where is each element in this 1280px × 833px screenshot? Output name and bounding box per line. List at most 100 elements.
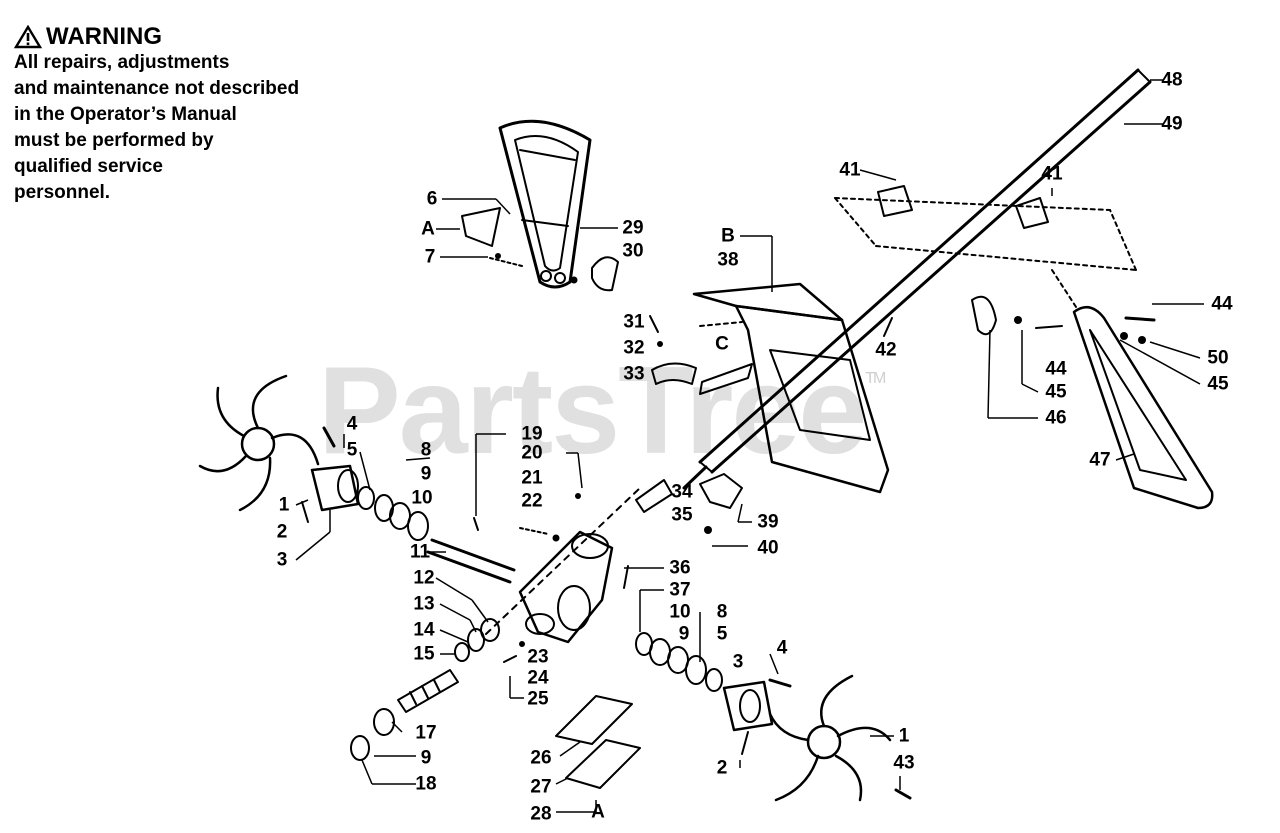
washer-45: [1120, 332, 1128, 340]
screw-22: [519, 527, 549, 535]
callout-3: 3: [276, 549, 288, 571]
callout-14: 14: [413, 619, 435, 641]
warning-line: in the Operator’s Manual: [14, 104, 237, 125]
callout-8: 8: [420, 439, 432, 461]
drive-shaft: [682, 68, 1152, 490]
callout-5: 5: [716, 623, 728, 645]
wing-nut: [971, 295, 997, 336]
callout-45: 45: [1045, 381, 1067, 403]
callout-25: 25: [527, 688, 549, 710]
callout-a: A: [421, 218, 435, 240]
tine-right: [768, 674, 892, 802]
warning-triangle-icon: [14, 25, 42, 49]
bolt-42: [883, 317, 893, 337]
seal-23: [519, 641, 525, 647]
callout-34: 34: [671, 481, 693, 503]
bracket-clamp: [877, 185, 913, 217]
callout-21: 21: [521, 467, 543, 489]
callout-20: 20: [521, 442, 543, 464]
bolt-7: [489, 257, 523, 267]
callout-b: B: [721, 225, 735, 247]
leader-lines: [295, 79, 1204, 813]
callout-2: 2: [716, 757, 728, 779]
callout-19: 19: [521, 423, 543, 445]
warning-line: and maintenance not described: [14, 78, 300, 99]
bolt-25: [503, 655, 517, 663]
callout-4: 4: [346, 413, 358, 435]
screw-20: [575, 493, 581, 499]
decal-c: [699, 363, 753, 395]
callout-9: 9: [420, 747, 432, 769]
screw-4: [768, 678, 792, 688]
callout-3: 3: [732, 651, 744, 673]
screw-4: [322, 426, 336, 448]
callout-a: A: [591, 801, 605, 823]
washer-40: [704, 526, 712, 534]
warning-line: qualified service: [14, 156, 163, 177]
callout-10: 10: [411, 487, 433, 509]
callout-26: 26: [530, 747, 552, 769]
screw-43: [894, 788, 912, 800]
callout-6: 6: [426, 188, 438, 210]
callout-17: 17: [415, 722, 437, 744]
centerline: [485, 487, 641, 635]
worm-gear: [397, 669, 459, 713]
callout-44: 44: [1211, 293, 1233, 315]
gasket-26: [555, 695, 633, 745]
callout-43: 43: [893, 752, 915, 774]
callout-48: 48: [1161, 69, 1183, 91]
hub-left: [310, 464, 360, 512]
warning-block: WARNING All repairs, adjustments and mai…: [14, 24, 299, 206]
callout-47: 47: [1089, 449, 1111, 471]
decal-a: [461, 207, 501, 247]
screw-2: [741, 731, 749, 755]
coupling-39: [699, 473, 743, 509]
gearbox-housing: [518, 530, 614, 644]
warning-line: personnel.: [14, 182, 111, 203]
callout-12: 12: [413, 567, 435, 589]
callout-13: 13: [413, 593, 435, 615]
washer-45: [1014, 316, 1022, 324]
nut-50: [1138, 336, 1146, 344]
callout-10: 10: [669, 601, 691, 623]
washer-32: [657, 341, 663, 347]
callout-44: 44: [1045, 358, 1067, 380]
warning-line: All repairs, adjustments: [14, 52, 230, 73]
callout-15: 15: [413, 643, 435, 665]
callout-41: 41: [839, 159, 861, 181]
centerline: [699, 321, 743, 327]
bolt-44: [1124, 316, 1156, 322]
callout-45: 45: [1207, 373, 1229, 395]
callout-1: 1: [278, 494, 290, 516]
callout-31: 31: [623, 311, 645, 333]
clamp-33: [651, 362, 697, 385]
callout-9: 9: [678, 623, 690, 645]
warning-heading: WARNING: [14, 24, 299, 50]
handle: [498, 119, 592, 289]
bolt-31: [649, 315, 659, 333]
gasket-27: [565, 739, 641, 789]
callout-35: 35: [671, 504, 693, 526]
callout-36: 36: [669, 557, 691, 579]
tine-shaft: [426, 538, 516, 584]
depth-stake: [1072, 305, 1214, 510]
callout-29: 29: [622, 217, 644, 239]
bolt-44: [1035, 325, 1063, 329]
bearing-set-left: [350, 486, 500, 761]
callout-30: 30: [622, 240, 644, 262]
nut-22: [552, 534, 560, 542]
sleeve-34: [635, 479, 673, 513]
shield: [692, 282, 890, 494]
hub-right: [722, 680, 774, 732]
knob: [591, 256, 619, 292]
callout-5: 5: [346, 439, 358, 461]
watermark-tm: TM: [865, 370, 886, 387]
callout-18: 18: [415, 773, 437, 795]
callout-42: 42: [875, 339, 897, 361]
callout-38: 38: [717, 249, 739, 271]
callout-33: 33: [623, 363, 645, 385]
callout-1: 1: [898, 725, 910, 747]
bolt-head: [495, 253, 501, 259]
